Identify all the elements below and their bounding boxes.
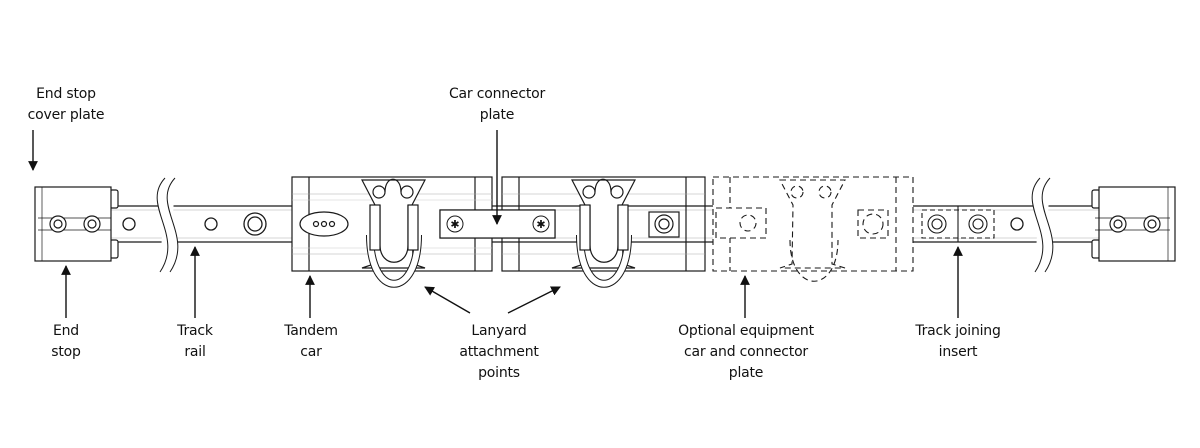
callout-arrows: [28, 130, 963, 318]
rail-hole: [204, 217, 218, 231]
lanyard-shackle-1: [361, 178, 426, 288]
lanyard-shackle-2: [571, 178, 636, 288]
end-stop-right: [1091, 186, 1176, 262]
tandem-car-2: [501, 176, 706, 272]
svg-text:✱: ✱: [450, 218, 459, 231]
svg-text:✱: ✱: [536, 218, 545, 231]
track-joining-insert: [921, 206, 995, 242]
arrow-lanyard-2: [507, 286, 561, 314]
label-end-stop-cover-plate: End stop cover plate: [27, 86, 105, 123]
label-lanyard-attachment-points: Lanyard attachment points: [459, 323, 539, 381]
label-track-rail: Track rail: [177, 323, 213, 360]
rail-hole: [122, 217, 136, 231]
label-track-joining-insert: Track joining insert: [915, 323, 1001, 360]
rail-break-left: [156, 177, 179, 273]
arrow-lanyard-1: [424, 286, 471, 314]
end-stop-left: [34, 186, 119, 262]
label-end-stop: End stop: [51, 323, 81, 360]
track-rail: [110, 205, 1100, 243]
rail-bolt: [243, 212, 267, 236]
label-car-connector-plate: Car connector plate: [448, 86, 546, 123]
optional-equipment-car: [712, 176, 914, 282]
rail-break-right: [1031, 177, 1054, 273]
label-optional-equipment: Optional equipment car and connector pla…: [678, 323, 814, 381]
rail-hole: [1010, 217, 1024, 231]
label-tandem-car: Tandem car: [284, 323, 338, 360]
